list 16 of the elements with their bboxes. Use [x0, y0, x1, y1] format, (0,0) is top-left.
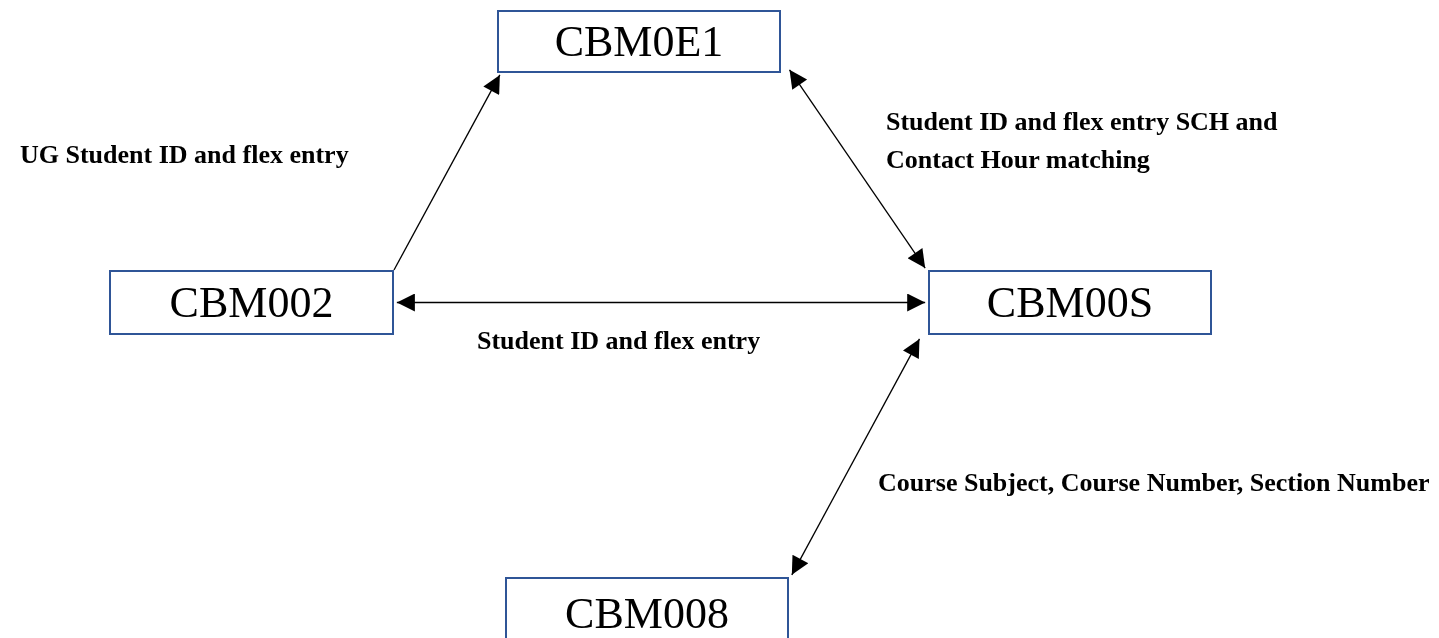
arrow [396, 293, 926, 312]
box-label: CBM002 [169, 277, 334, 328]
edge-label: UG Student ID and flex entry [20, 139, 350, 171]
process-box [505, 577, 789, 638]
arrow [788, 69, 926, 269]
box-label: CBM00S [986, 277, 1154, 328]
process-box [928, 270, 1212, 335]
arrow [791, 338, 921, 576]
edge-label: Course Subject, Course Number, Section Number [878, 467, 1431, 499]
arrow [393, 74, 501, 271]
box-label: CBM0E1 [554, 16, 724, 67]
process-box [497, 10, 781, 73]
process-box [109, 270, 394, 335]
edge-label: Student ID and flex entry [477, 325, 762, 357]
edge-label: Student ID and flex entry SCH and Contact Hour matching [886, 106, 1279, 176]
box-label: CBM008 [565, 587, 729, 638]
